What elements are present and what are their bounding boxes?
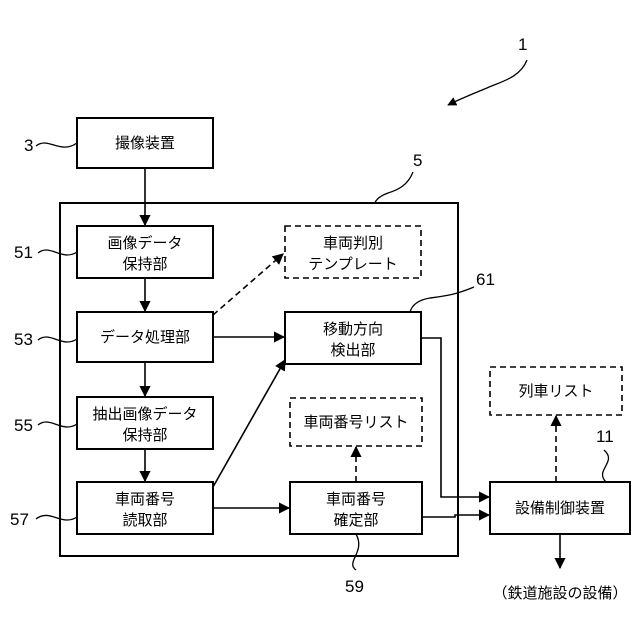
vehicle-number-determination-label-2: 確定部 [333, 511, 378, 529]
ref-imaging-device: 3 [24, 136, 33, 155]
leader-57 [36, 515, 77, 520]
vehicle-number-list-label: 車両番号リスト [303, 413, 408, 431]
ref-processing-unit: 5 [413, 151, 422, 170]
imaging-device-label: 撮像装置 [115, 134, 175, 152]
output-label: （鉄道施設の設備） [492, 584, 627, 602]
leader-55 [38, 422, 77, 427]
arrow-direction-to-controller [421, 338, 489, 497]
vehicle-template-label-1: 車両判別 [323, 234, 383, 252]
ref-extracted-image-holding: 55 [14, 416, 33, 435]
train-list-label: 列車リスト [518, 382, 593, 400]
ref-image-data-holding: 51 [14, 243, 33, 262]
equipment-controller-label: 設備制御装置 [515, 499, 605, 517]
arrow-processing-to-template [213, 254, 283, 315]
ref-moving-direction: 61 [476, 270, 495, 289]
ref-equipment-controller: 11 [596, 427, 614, 446]
leader-51 [38, 250, 77, 255]
vehicle-number-reading-label-2: 読取部 [122, 511, 167, 529]
extracted-image-holding-label-1: 抽出画像データ [92, 405, 197, 423]
vehicle-number-reading-label-1: 車両番号 [115, 490, 175, 508]
ref-system: 1 [518, 35, 527, 54]
image-data-holding-label-1: 画像データ [107, 234, 182, 252]
ref-vehicle-number-reading: 57 [10, 510, 29, 529]
leader-61 [410, 287, 474, 312]
vehicle-template-label-2: テンプレート [308, 255, 398, 273]
moving-direction-label-2: 検出部 [330, 341, 375, 359]
data-processing-label: データ処理部 [100, 328, 190, 346]
processing-unit-leader [375, 172, 413, 203]
leader-3 [36, 143, 77, 147]
image-data-holding-label-2: 保持部 [122, 255, 167, 273]
vehicle-number-determination-label-1: 車両番号 [326, 490, 386, 508]
ref-data-processing: 53 [14, 330, 33, 349]
moving-direction-label-1: 移動方向 [323, 320, 383, 338]
leader-59 [353, 534, 359, 570]
leader-53 [38, 337, 77, 342]
ref-vehicle-number-determination: 59 [345, 577, 364, 596]
arrow-reading-to-direction [213, 360, 285, 487]
leader-11 [603, 450, 609, 482]
arrow-determination-to-controller [422, 515, 489, 517]
system-ref-arrow [448, 60, 527, 105]
extracted-image-holding-label-2: 保持部 [122, 426, 167, 444]
